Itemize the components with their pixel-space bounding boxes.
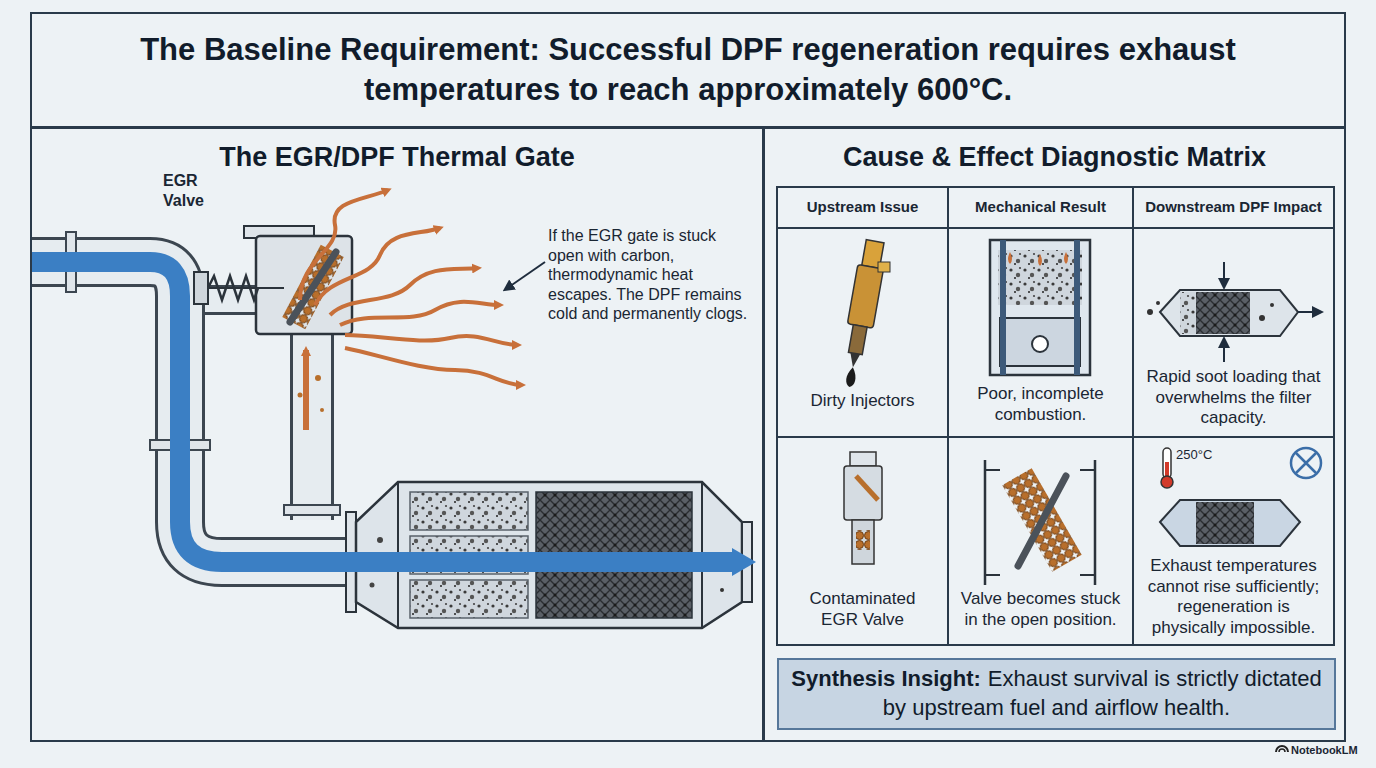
watermark: NotebookLM (1291, 744, 1361, 757)
insight-box: Synthesis Insight:Exhaust survival is st… (777, 658, 1336, 730)
table-cell: Exhaust temperatures cannot rise suffici… (1140, 556, 1327, 639)
table-header: Upstream Issue (777, 198, 948, 216)
title-band: The Baseline Requirement: Successful DPF… (30, 12, 1346, 128)
callout-note: If the EGR gate is stuck open with carbo… (548, 226, 753, 324)
table-header: Mechanical Result (948, 198, 1133, 216)
table-cell: Dirty Injectors (782, 391, 943, 412)
table-header: Downstream DPF Impact (1133, 198, 1334, 216)
table-cell: Rapid soot loading that overwhelms the f… (1140, 367, 1327, 429)
node-heading: Synthesis Insight: (791, 666, 980, 691)
table-cell: Poor, incomplete combustion. (960, 384, 1121, 425)
temperature-value: 250°C (1176, 447, 1236, 463)
node-heading: The EGR/DPF Thermal Gate (32, 142, 762, 173)
table-cell: Contaminated EGR Valve (792, 589, 933, 630)
table-cell: Valve becomes stuck in the open position… (958, 589, 1123, 630)
insight-text: Synthesis Insight:Exhaust survival is st… (791, 665, 1322, 722)
node-heading: Cause & Effect Diagnostic Matrix (765, 142, 1344, 173)
right-panel: Cause & Effect Diagnostic MatrixSynthesi… (763, 127, 1346, 742)
node-heading: The Baseline Requirement: Successful DPF… (102, 30, 1274, 109)
left-panel: The EGR/DPF Thermal Gate (30, 127, 764, 742)
part-name: EGR Valve (163, 171, 215, 210)
